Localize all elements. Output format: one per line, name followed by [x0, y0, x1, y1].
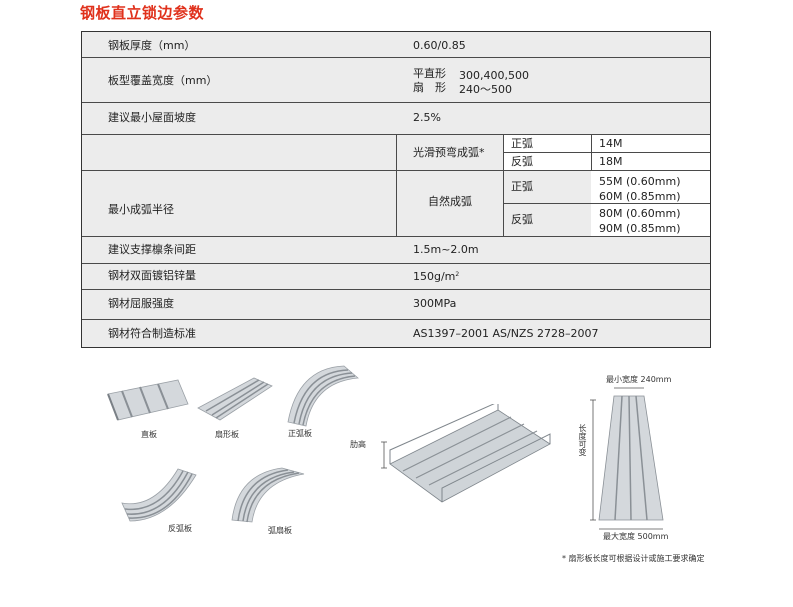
standard-value: AS1397–2001 AS/NZS 2728–2007 — [413, 327, 599, 340]
smooth-arc-label: 光滑预弯成弧* — [413, 146, 485, 159]
negative-arc-panel-image — [121, 468, 197, 522]
radius-label: 最小成弧半径 — [108, 203, 174, 216]
natural-positive-value-1: 55M (0.60mm) — [599, 175, 681, 188]
page-title: 钢板直立锁边参数 — [80, 4, 205, 22]
smooth-positive-value: 14M — [599, 137, 623, 150]
coverage-straight-label: 平直形 — [413, 67, 446, 80]
coating-value: 150g/m2 — [413, 270, 460, 283]
coating-label: 钢材双面镀铝锌量 — [108, 269, 196, 282]
rib-profile-image — [381, 404, 551, 503]
natural-negative-label: 反弧 — [511, 213, 533, 226]
slope-value: 2.5% — [413, 111, 441, 124]
product-figures: 直板 扇形板 正弧板 反弧板 弧扇板 肋高 — [0, 352, 793, 607]
fan-panel-plan-image — [590, 387, 664, 530]
smooth-negative-label: 反弧 — [511, 155, 533, 168]
thickness-label: 钢板厚度（mm） — [108, 39, 196, 52]
natural-negative-value-2: 90M (0.85mm) — [599, 222, 681, 235]
smooth-negative-value: 18M — [599, 155, 623, 168]
coverage-label: 板型覆盖宽度（mm） — [108, 74, 218, 87]
natural-arc-label: 自然成弧 — [428, 195, 472, 208]
purlin-label: 建议支撑檩条间距 — [108, 243, 196, 256]
coverage-fan-label: 扇 形 — [413, 81, 446, 94]
purlin-value: 1.5m~2.0m — [413, 243, 479, 256]
rib-height-label: 肋高 — [350, 440, 366, 449]
spec-table: 钢板厚度（mm） 0.60/0.85 板型覆盖宽度（mm） 平直形 300,40… — [81, 31, 711, 348]
straight-panel-image — [107, 379, 189, 421]
min-width-label: 最小宽度 240mm — [606, 375, 672, 384]
negative-arc-caption: 反弧板 — [168, 524, 192, 533]
positive-arc-caption: 正弧板 — [288, 429, 312, 438]
natural-negative-value-1: 80M (0.60mm) — [599, 207, 681, 220]
coverage-straight-value: 300,400,500 — [459, 69, 529, 82]
natural-positive-label: 正弧 — [511, 180, 533, 193]
thickness-value: 0.60/0.85 — [413, 39, 466, 52]
coverage-fan-value: 240～500 — [459, 83, 512, 96]
arc-fan-panel-image — [231, 467, 305, 523]
max-width-label: 最大宽度 500mm — [603, 532, 669, 541]
standard-label: 钢材符合制造标准 — [108, 327, 196, 340]
natural-positive-value-2: 60M (0.85mm) — [599, 190, 681, 203]
smooth-positive-label: 正弧 — [511, 137, 533, 150]
yield-label: 钢材屈服强度 — [108, 297, 174, 310]
slope-label: 建议最小屋面坡度 — [108, 111, 196, 124]
fan-caption: 扇形板 — [215, 430, 239, 439]
straight-caption: 直板 — [141, 430, 157, 439]
yield-value: 300MPa — [413, 297, 457, 310]
footnote: * 扇形板长度可根据设计或施工要求确定 — [562, 554, 705, 563]
arc-fan-caption: 弧扇板 — [268, 526, 292, 535]
fan-panel-image — [197, 377, 273, 421]
positive-arc-panel-image — [287, 365, 359, 427]
variable-length-label: 长度可变 — [578, 424, 587, 456]
